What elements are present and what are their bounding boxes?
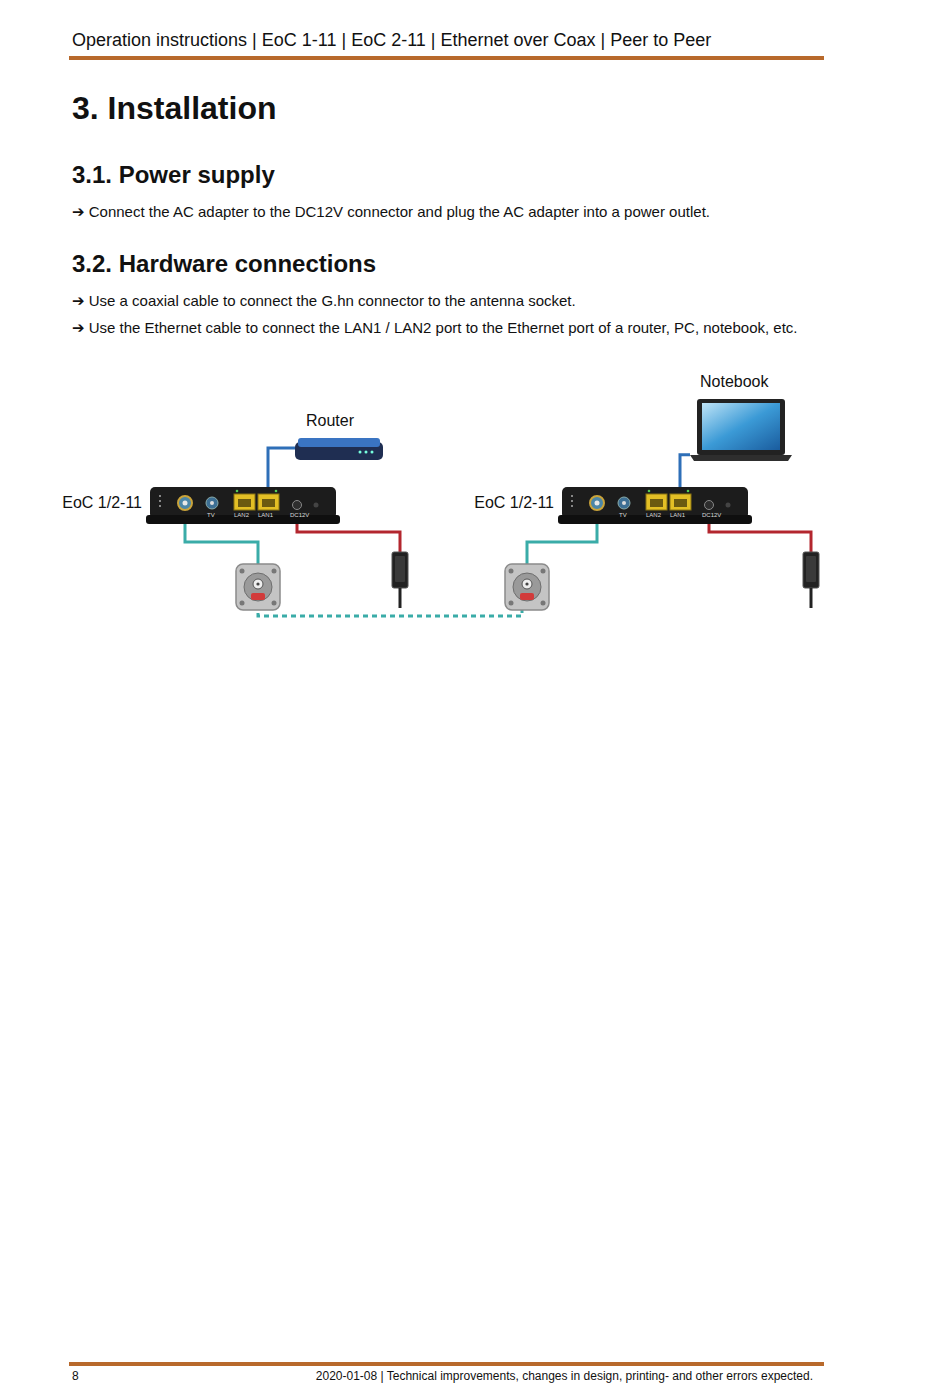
router: Router: [295, 438, 383, 460]
page-header: Operation instructions | EoC 1-11 | EoC …: [72, 30, 711, 51]
notebook: Notebook: [690, 399, 790, 461]
page-number: 8: [72, 1369, 79, 1383]
port-label: TV: [207, 512, 215, 518]
page-footer: 2020-01-08 | Technical improvements, cha…: [316, 1369, 813, 1383]
port-label: LAN1: [258, 512, 273, 518]
device-label: Router: [306, 412, 354, 430]
section-heading: 3.2. Hardware connections: [72, 250, 376, 278]
instruction: ➔ Connect the AC adapter to the DC12V co…: [72, 203, 710, 221]
section-title: 3. Installation: [72, 90, 276, 127]
section-heading: 3.1. Power supply: [72, 161, 275, 189]
port-label: LAN1: [670, 512, 685, 518]
port-label: TV: [619, 512, 627, 518]
port-label: LAN2: [646, 512, 661, 518]
ethernet-cable: [680, 455, 690, 487]
instruction: ➔ Use a coaxial cable to connect the G.h…: [72, 292, 576, 310]
eoc-adapter: EoC 1/2-11TVLAN2LAN1DC12V: [150, 487, 336, 521]
port-label: LAN2: [234, 512, 249, 518]
device-label: Notebook: [700, 373, 769, 391]
ethernet-cable: [268, 448, 295, 487]
port-label: DC12V: [702, 512, 721, 518]
instruction: ➔ Use the Ethernet cable to connect the …: [72, 319, 798, 337]
eoc-adapter: EoC 1/2-11TVLAN2LAN1DC12V: [562, 487, 748, 521]
port-label: DC12V: [290, 512, 309, 518]
device-label: EoC 1/2-11: [62, 494, 142, 512]
device-label: EoC 1/2-11: [474, 494, 554, 512]
